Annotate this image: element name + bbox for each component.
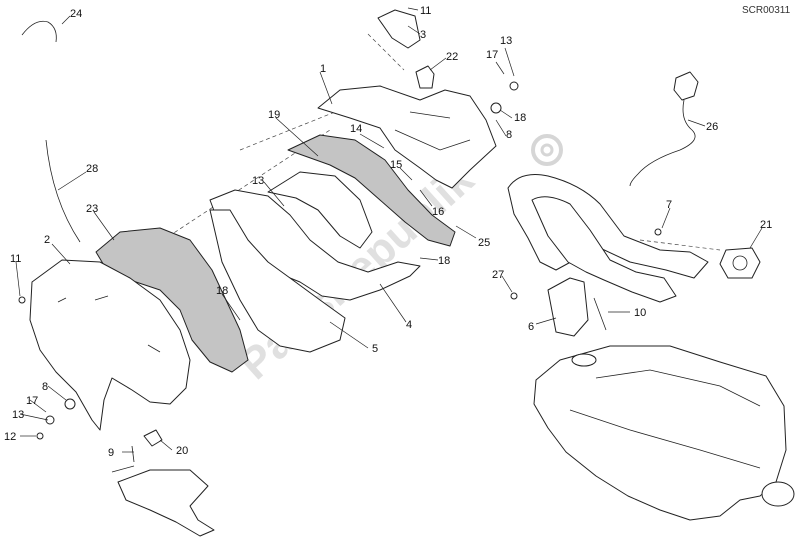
part-screw-head: [510, 292, 518, 300]
part-nut: [490, 102, 502, 114]
callout-1: 1: [320, 63, 326, 75]
callout-17: 17: [486, 49, 498, 61]
part-small-shield: [267, 171, 373, 249]
part-silencer-detail: [569, 369, 761, 469]
assembly-line: [367, 33, 405, 71]
callout-25: 25: [478, 237, 490, 249]
callout-12: 9: [108, 447, 114, 459]
callout-4: 4: [406, 319, 412, 331]
part-outer-shield-grey: [95, 227, 249, 373]
callout-18: 17: [26, 395, 38, 407]
callout-6: 6: [528, 321, 534, 333]
part-cover: [377, 9, 421, 49]
callout-3: 3: [420, 29, 426, 41]
callout-28: 28: [86, 163, 98, 175]
callout-21: 21: [760, 219, 772, 231]
callout-10: 10: [634, 307, 646, 319]
part-main-bracket: [317, 85, 497, 189]
callout-24: 24: [70, 8, 82, 20]
callout-13: 13: [500, 35, 512, 47]
part-heat-shield-lower: [209, 209, 346, 353]
callout-labels: 24 11 3 22 13 17 1 18 8 19 14 26 15 16 1…: [4, 5, 772, 459]
part-silencer: [533, 345, 787, 521]
callout-18: 18: [514, 112, 526, 124]
part-gasket: [719, 247, 761, 279]
part-washer: [64, 398, 76, 410]
assembly-line: [239, 109, 341, 151]
part-silencer-inlet: [571, 353, 597, 367]
callout-8: 8: [42, 381, 48, 393]
callout-7: 7: [666, 199, 672, 211]
callout-19: 19: [268, 109, 280, 121]
callout-17: 13: [12, 409, 24, 421]
part-plug: [415, 65, 435, 89]
callout-11: 11: [10, 253, 21, 265]
callout-leaders: [15, 7, 763, 473]
part-exhaust-header-lower: [531, 196, 677, 303]
part-screw-head: [36, 432, 44, 440]
part-outer-shield-slots: [57, 295, 161, 353]
part-oxygen-sensor-cable: [629, 99, 696, 187]
callout-16: 16: [432, 206, 444, 218]
part-washer: [509, 81, 519, 91]
part-oxygen-sensor-plug: [673, 71, 699, 101]
callout-15: 15: [390, 159, 402, 171]
watermark-gear-icon: [531, 134, 563, 166]
part-spring: [593, 297, 607, 331]
part-inner-shield: [287, 134, 456, 247]
part-silencer-outlet: [761, 481, 795, 507]
part-main-bracket-detail: [394, 111, 471, 151]
callout-14: 14: [350, 123, 362, 135]
part-screw: [131, 445, 135, 463]
part-screw-head: [654, 228, 662, 236]
part-gasket-hole: [732, 255, 748, 271]
part-nut: [45, 415, 55, 425]
callout-9: 20: [176, 445, 188, 457]
callout-27: 27: [492, 269, 504, 281]
part-link-pipe: [547, 277, 589, 337]
callout-23: 23: [86, 203, 98, 215]
callout-2: 2: [44, 234, 50, 246]
callout-13: 13: [252, 175, 264, 187]
callout-5: 5: [372, 343, 378, 355]
part-screw-head: [18, 296, 26, 304]
part-rubber-block: [143, 429, 163, 447]
callout-11: 11: [420, 5, 431, 17]
callout-18: 18: [216, 285, 228, 297]
callout-22: 22: [446, 51, 458, 63]
callout-18: 18: [438, 255, 450, 267]
part-hanger-bracket: [117, 469, 215, 537]
part-hose: [45, 139, 81, 243]
part-clip: [21, 20, 57, 43]
callout-26: 26: [706, 121, 718, 133]
part-outer-shield: [29, 259, 191, 431]
callout-8: 8: [506, 129, 512, 141]
diagram-code: SCR00311: [742, 5, 791, 16]
callout-13: 12: [4, 431, 16, 443]
